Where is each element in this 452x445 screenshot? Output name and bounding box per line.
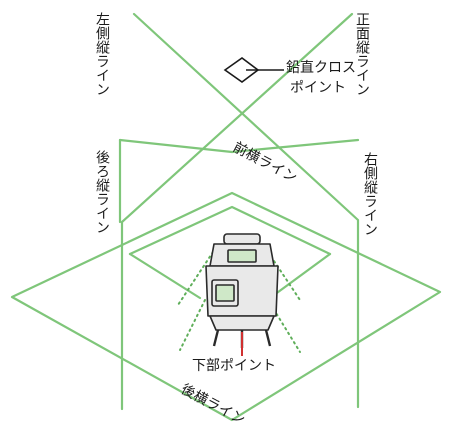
dotted-beam-left-lower (179, 299, 206, 351)
device-leg-right (264, 329, 272, 347)
front-horizontal-line (118, 138, 360, 154)
label-plumb-cross-point-line2: ポイント (290, 80, 346, 96)
label-plumb-cross-point-line1: 鉛直クロス (286, 59, 356, 76)
back-horizontal-line (10, 191, 442, 422)
device-side-panel-inner (215, 284, 235, 302)
label-back-vertical-line: 後ろ縦ライン (94, 150, 110, 234)
line-laser-level-icon (205, 233, 279, 356)
inner-horizontal-line-left-lower (128, 252, 202, 300)
inner-horizontal-line-right (268, 252, 332, 300)
device-head-window (227, 249, 257, 263)
device-top-cap (223, 233, 261, 245)
front-vertical-line (120, 12, 354, 411)
label-back-horizontal-line: 後横ライン (178, 381, 247, 428)
label-left-vertical-line: 左側縦ライン (94, 12, 110, 96)
dotted-beam-left (177, 251, 214, 306)
dotted-beam-right (267, 251, 301, 301)
inner-horizontal-line-left (128, 205, 332, 256)
device-leg-left (212, 329, 220, 347)
device-lower-ring (209, 315, 275, 331)
label-bottom-point: 下部ポイント (192, 358, 276, 374)
left-vertical-line (132, 12, 360, 409)
label-right-vertical-line: 右側縦ライン (362, 152, 378, 236)
label-front-vertical-line: 正面縦ライン (354, 12, 370, 96)
